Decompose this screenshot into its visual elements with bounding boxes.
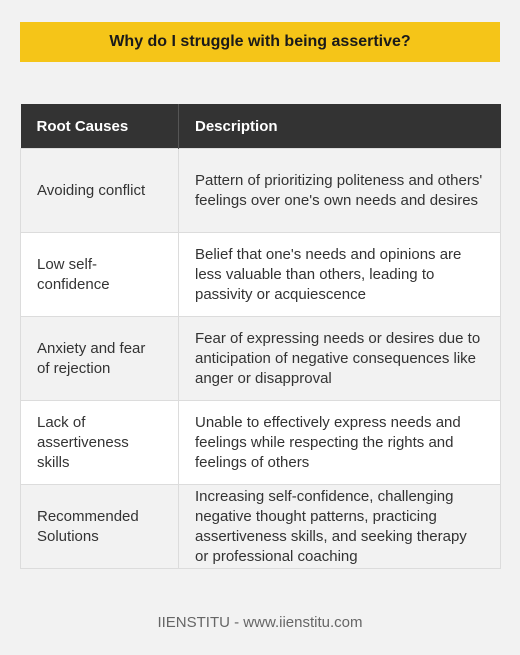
cause-cell: Low self-confidence — [20, 232, 179, 317]
title-banner: Why do I struggle with being assertive? — [20, 22, 500, 62]
description-cell: Increasing self-confidence, challenging … — [178, 484, 501, 569]
table-row: Low self-confidence Belief that one's ne… — [20, 232, 501, 317]
table-header-row: Root Causes Description — [20, 104, 501, 149]
table-row: Lack of assertiveness skills Unable to e… — [20, 400, 501, 485]
footer-credit: IIENSTITU - www.iienstitu.com — [157, 614, 363, 631]
cause-cell: Recommended Solutions — [20, 484, 179, 569]
description-cell: Unable to effectively express needs and … — [178, 400, 501, 485]
table-row: Recommended Solutions Increasing self-co… — [20, 484, 501, 569]
column-header-root-causes: Root Causes — [20, 104, 179, 149]
description-cell: Fear of expressing needs or desires due … — [178, 316, 501, 401]
cause-cell: Lack of assertiveness skills — [20, 400, 179, 485]
page-title: Why do I struggle with being assertive? — [109, 33, 411, 50]
cause-cell: Avoiding conflict — [20, 148, 179, 233]
cause-cell: Anxiety and fear of rejection — [20, 316, 179, 401]
table-row: Avoiding conflict Pattern of prioritizin… — [20, 148, 501, 233]
description-cell: Belief that one's needs and opinions are… — [178, 232, 501, 317]
root-causes-table: Root Causes Description Avoiding conflic… — [20, 104, 501, 569]
description-cell: Pattern of prioritizing politeness and o… — [178, 148, 501, 233]
column-header-description: Description — [178, 104, 501, 149]
table-row: Anxiety and fear of rejection Fear of ex… — [20, 316, 501, 401]
